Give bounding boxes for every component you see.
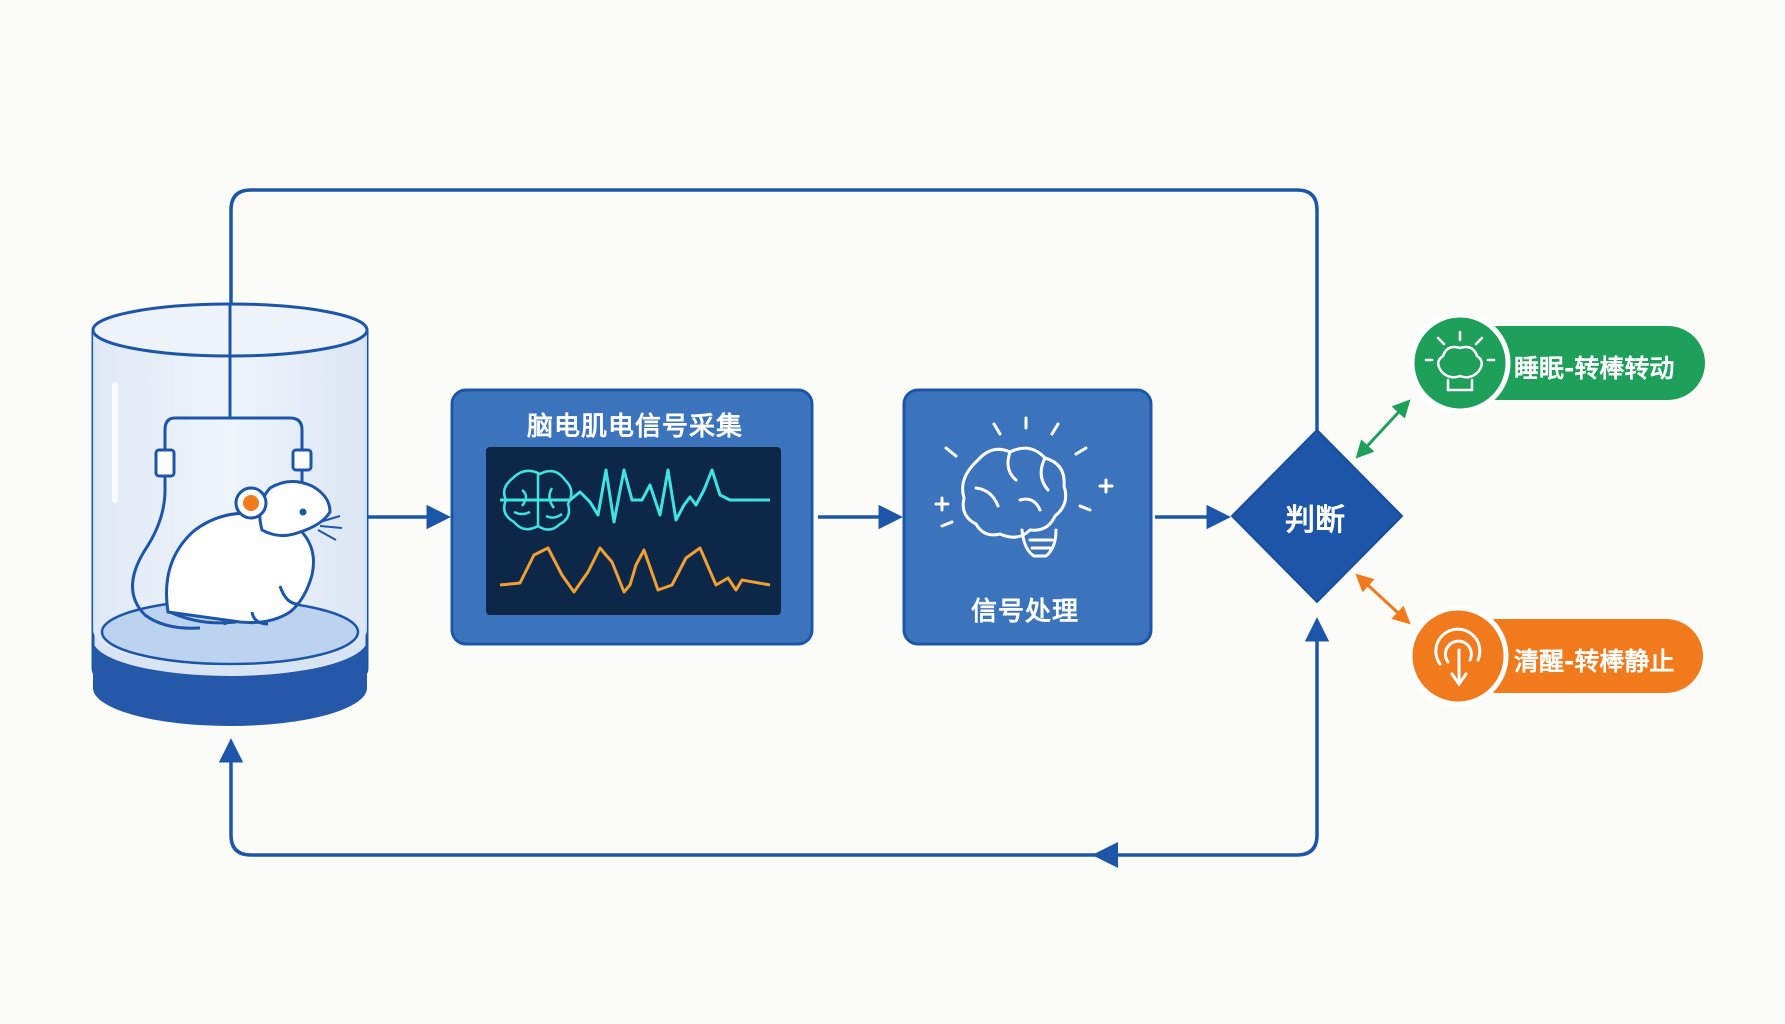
processing-panel [902, 388, 1153, 646]
decision-diamond [1230, 428, 1404, 604]
wake-connector [1355, 573, 1411, 625]
loop-midpoint-arrow [1092, 842, 1118, 868]
touch-icon [1434, 627, 1482, 687]
acquisition-label: 脑电肌电信号采集 [526, 412, 743, 442]
brain-rotor-icon [1424, 330, 1496, 392]
feedback-loop-bottom [218, 617, 1330, 857]
sleep-outcome-label: 睡眠-转棒转动 [1514, 354, 1675, 383]
eeg-waveform [500, 468, 770, 524]
emg-waveform [499, 546, 771, 594]
sleep-connector [1355, 399, 1411, 459]
feedback-loop-top [229, 188, 1319, 430]
processing-label: 信号处理 [970, 597, 1079, 627]
mouse-chamber [91, 302, 369, 726]
sleep-outcome [1409, 312, 1705, 414]
mouse-icon [165, 480, 343, 626]
wake-outcome [1407, 605, 1703, 707]
wake-outcome-label: 清醒-转棒静止 [1514, 647, 1675, 676]
acquisition-panel [450, 388, 814, 646]
chamber-base [93, 640, 367, 726]
decision-label: 判断 [1285, 503, 1345, 538]
processing-brain-icon [934, 416, 1114, 558]
